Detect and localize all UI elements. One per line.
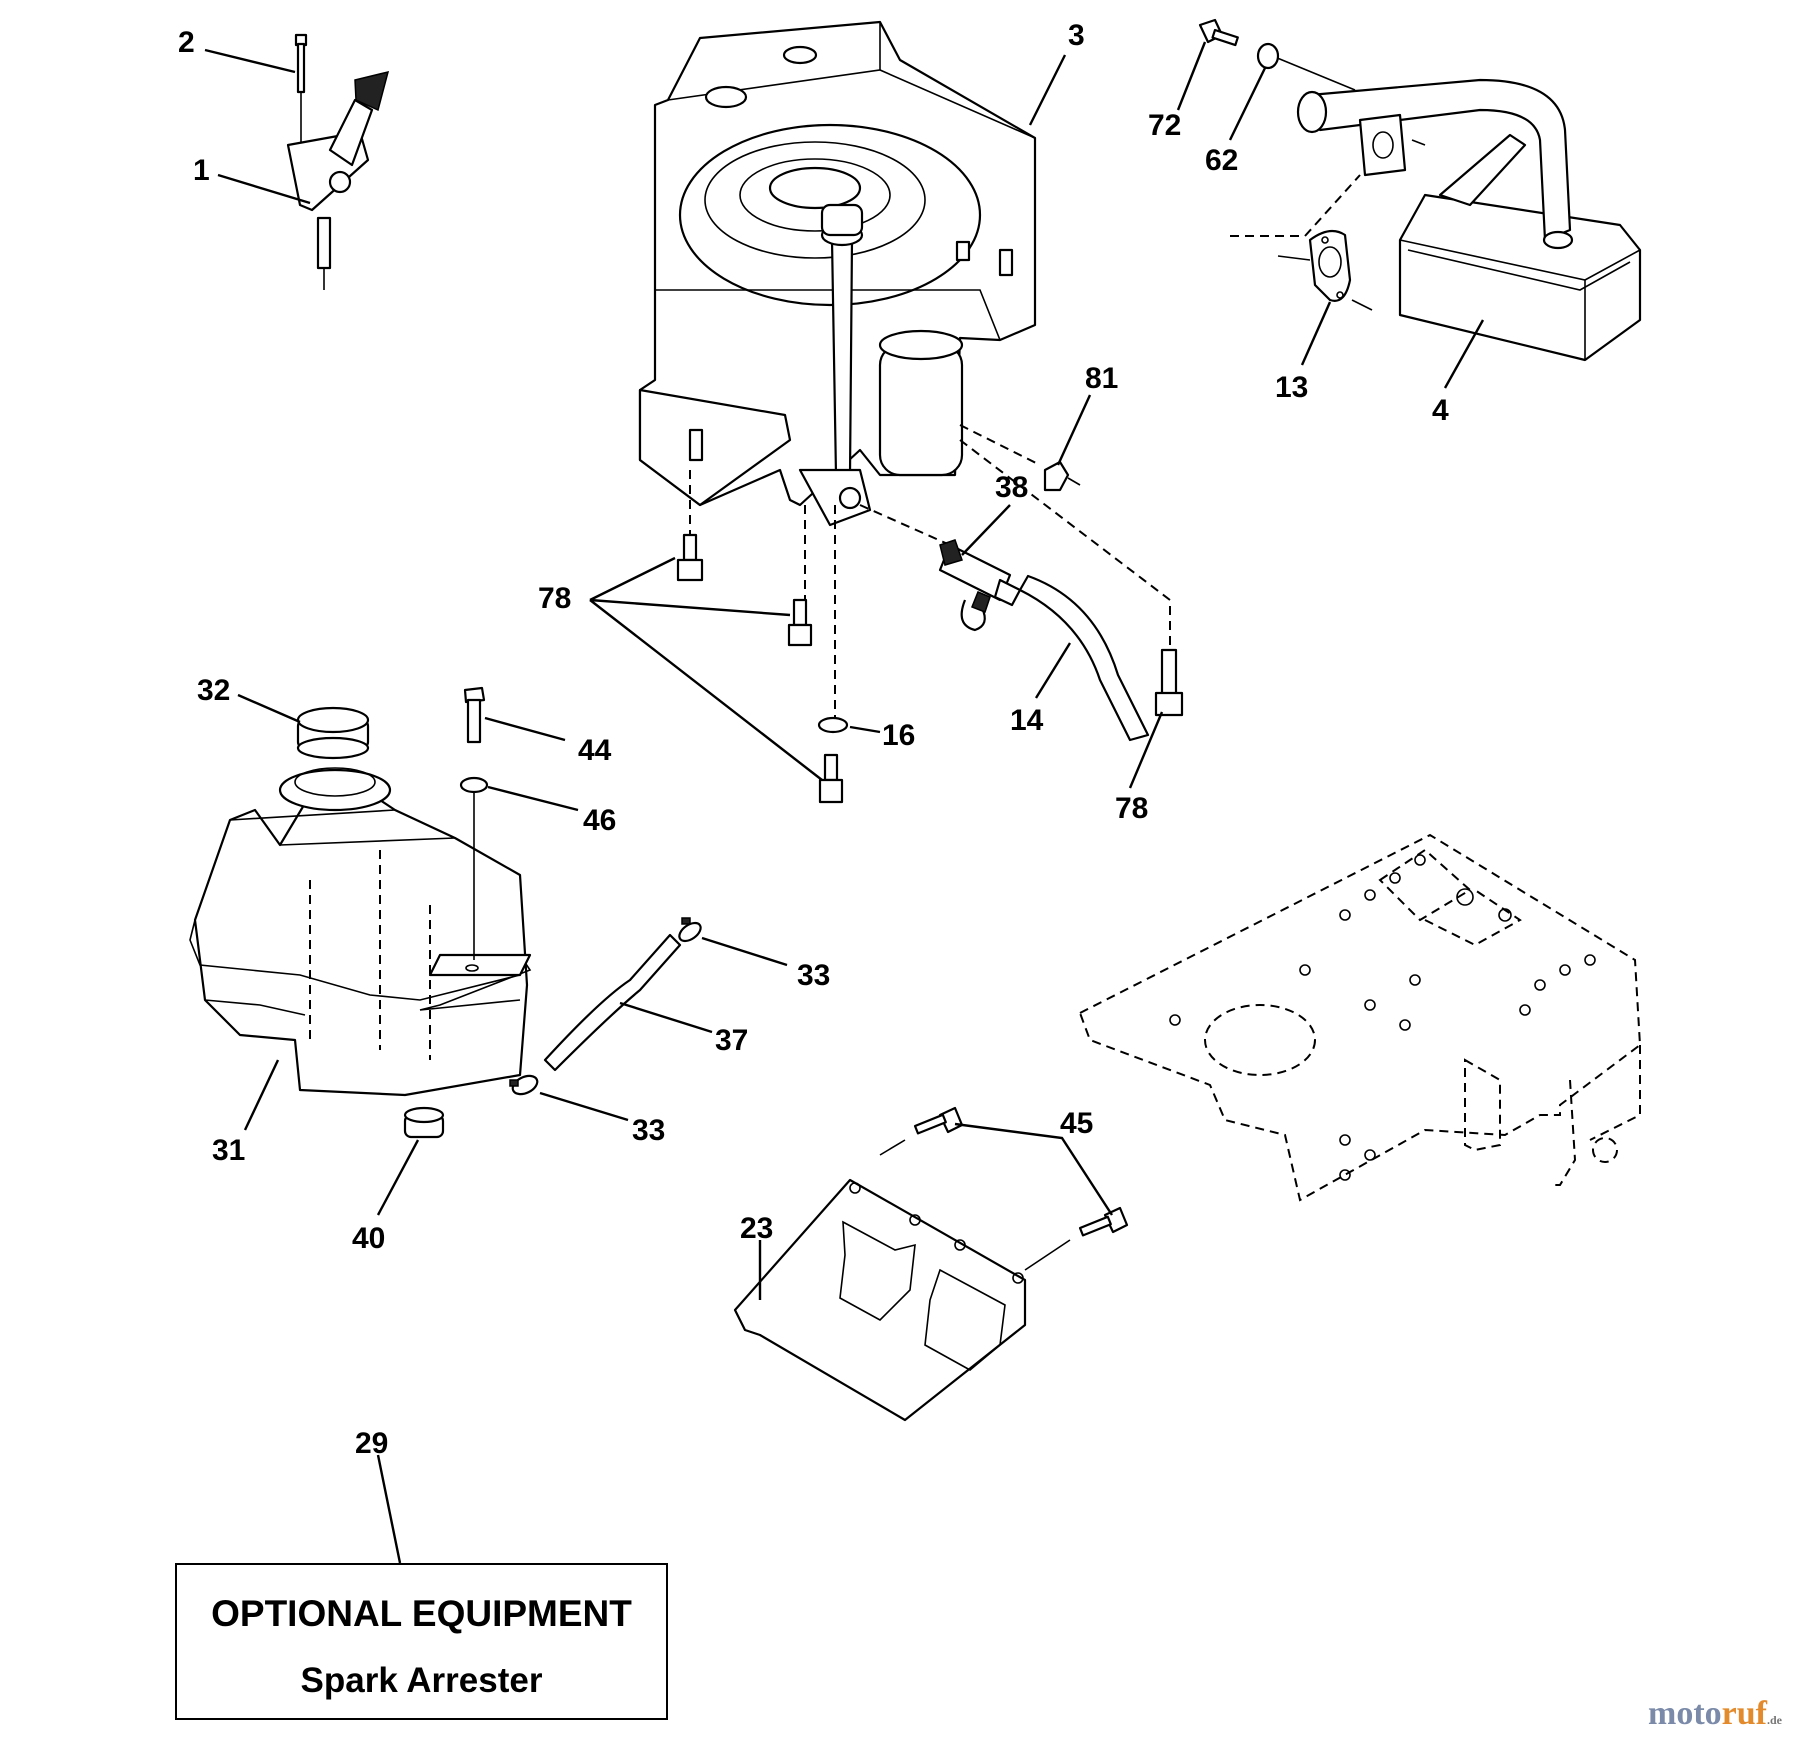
washer-46	[459, 776, 489, 794]
dipstick-tube	[830, 238, 854, 477]
engine-cap-left	[704, 85, 748, 109]
washer-62	[1256, 42, 1280, 70]
muffler-bracket	[1438, 133, 1527, 207]
callout-23: 23	[740, 1212, 773, 1245]
bolt-78-d	[1154, 648, 1184, 717]
screw-shank-2	[296, 42, 306, 94]
callout-37: 37	[715, 1024, 748, 1057]
bolt-78-a	[676, 533, 704, 582]
oil-filter	[878, 343, 964, 477]
fuel-filter-38	[938, 539, 1022, 632]
engine-cap-right	[782, 45, 818, 65]
callout-1: 1	[193, 154, 210, 187]
engine-tab-2	[998, 248, 1014, 277]
screw-45-b	[1078, 1206, 1129, 1237]
watermark-suffix: .de	[1767, 1713, 1782, 1727]
fuel-tank-neck	[278, 768, 392, 812]
muffler-4	[1296, 78, 1642, 362]
callout-72: 72	[1148, 109, 1181, 142]
fuel-line-14	[1018, 574, 1150, 742]
callout-62: 62	[1205, 144, 1238, 177]
callout-33-bottom: 33	[632, 1114, 665, 1147]
callout-46: 46	[583, 804, 616, 837]
callout-78-left: 78	[538, 582, 571, 615]
grommet-40	[403, 1106, 445, 1139]
throttle-control-assembly	[286, 33, 390, 290]
bolt-78-c	[818, 753, 844, 804]
gasket-13	[1308, 229, 1352, 302]
callout-16: 16	[882, 719, 915, 752]
optional-equipment-box: OPTIONAL EQUIPMENT Spark Arrester	[175, 1563, 668, 1720]
callout-40: 40	[352, 1222, 385, 1255]
engine-assembly	[638, 20, 1037, 527]
callout-14: 14	[1010, 704, 1044, 737]
callout-32: 32	[197, 674, 230, 707]
throttle-cable-end	[316, 216, 332, 270]
oil-drain	[798, 468, 872, 527]
throttle-knob	[354, 70, 390, 112]
bolt-72	[1198, 18, 1239, 47]
hose-clamp-33-a	[678, 917, 702, 943]
engine-tab-1	[955, 240, 971, 262]
fuel-tank-31	[189, 767, 532, 1097]
callout-2: 2	[178, 26, 195, 59]
heat-shield-23	[733, 1178, 1027, 1422]
fuel-hose-37	[543, 933, 682, 1072]
callout-4: 4	[1432, 394, 1449, 427]
screw-45-a	[913, 1106, 964, 1135]
hose-clamp-33-b	[509, 1074, 539, 1096]
optional-equipment-subtitle: Spark Arrester	[300, 1661, 543, 1700]
throttle-lever	[328, 98, 374, 167]
optional-equipment-title: OPTIONAL EQUIPMENT	[211, 1593, 632, 1634]
callout-13: 13	[1275, 371, 1308, 404]
lock-washer-16	[817, 716, 849, 734]
bolt-78-b	[787, 598, 813, 647]
watermark-part-a: moto	[1648, 1695, 1722, 1732]
callout-33-top: 33	[797, 959, 830, 992]
fuel-tank-tab	[428, 953, 532, 977]
fuel-cap-32	[296, 706, 370, 760]
callout-29: 29	[355, 1427, 388, 1460]
exhaust-flange	[1358, 113, 1407, 177]
engine-stud-left	[688, 428, 704, 462]
callout-38: 38	[995, 471, 1028, 504]
watermark-part-b: ruf	[1721, 1695, 1767, 1732]
tractor-frame	[1078, 833, 1642, 1202]
callout-78-right: 78	[1115, 792, 1148, 825]
screw-44	[463, 686, 486, 744]
engine-base	[638, 388, 792, 507]
callout-31: 31	[212, 1134, 245, 1167]
callout-44: 44	[578, 734, 612, 767]
nut-81	[1043, 460, 1070, 492]
watermark-logo: motoruf.de	[1648, 1695, 1782, 1733]
callout-45: 45	[1060, 1107, 1093, 1140]
callout-81: 81	[1085, 362, 1118, 395]
callout-3: 3	[1068, 19, 1085, 52]
